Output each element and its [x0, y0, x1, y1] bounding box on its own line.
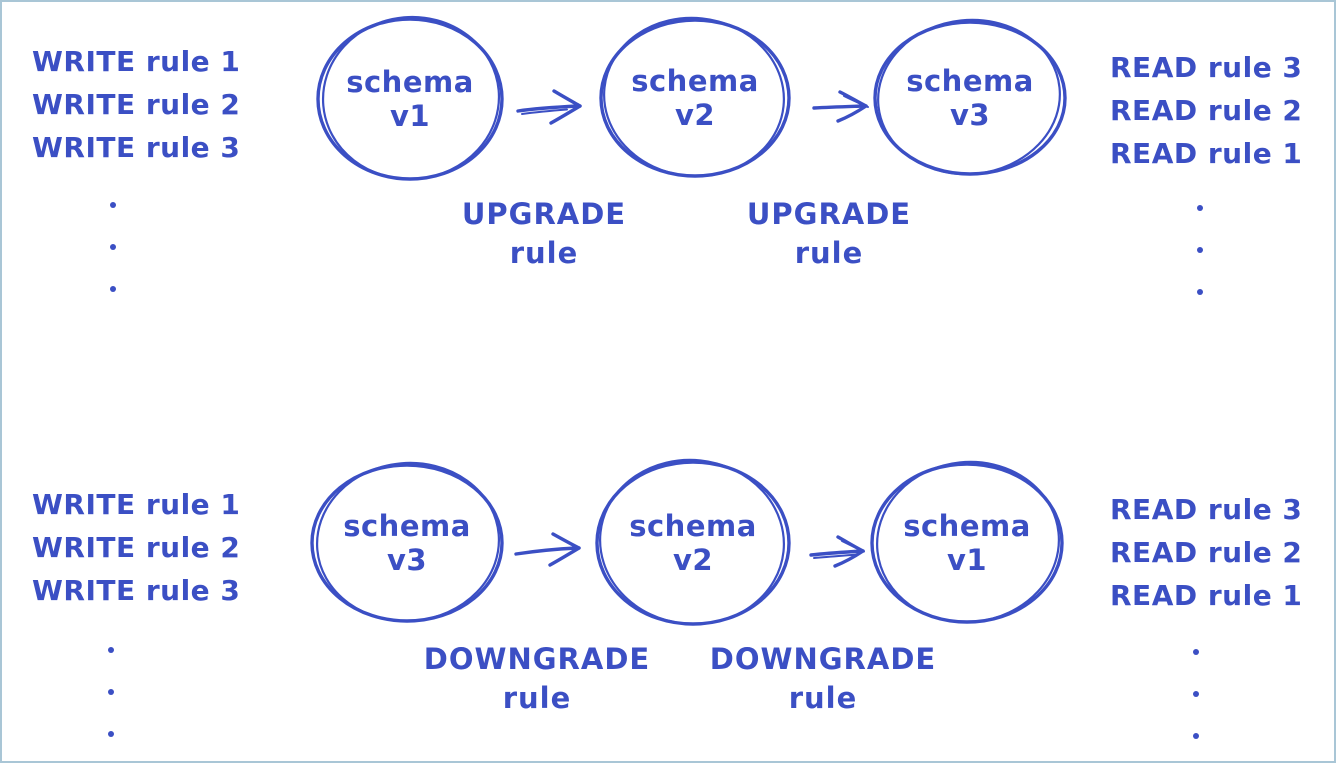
ellipsis-dots: [1193, 649, 1199, 739]
write-rule-line: WRITE rule 2: [32, 531, 241, 564]
downgrade-rule-label-1: DOWNGRADE rule: [407, 640, 667, 718]
schema-node-name: schema: [903, 509, 1031, 543]
schema-node-v1-bottom: schema v1: [877, 493, 1057, 593]
schema-node-version: v1: [389, 99, 431, 133]
schema-node-v3-top: schema v3: [880, 48, 1060, 148]
write-rule-line: WRITE rule 3: [32, 574, 241, 607]
write-rules-list-top: WRITE rule 1 WRITE rule 2 WRITE rule 3: [32, 40, 240, 169]
schema-node-name: schema: [343, 509, 471, 543]
ellipsis-dots: [108, 647, 114, 737]
arrow-v2-to-v1: [809, 535, 865, 568]
read-rule-line: READ rule 3: [1110, 493, 1303, 526]
schema-node-name: schema: [906, 64, 1034, 98]
schema-node-v1-top: schema v1: [320, 49, 500, 149]
read-rule-line: READ rule 3: [1110, 51, 1303, 84]
schema-v3-circle-top: [873, 18, 1067, 176]
write-rule-line: WRITE rule 3: [32, 131, 241, 164]
schema-node-name: schema: [631, 64, 759, 98]
read-rule-line: READ rule 1: [1110, 137, 1303, 170]
write-rule-line: WRITE rule 1: [32, 45, 241, 78]
read-rule-line: READ rule 1: [1110, 579, 1303, 612]
schema-node-version: v2: [674, 98, 716, 132]
transition-suffix: rule: [794, 236, 864, 270]
ellipsis-dots: [110, 202, 116, 292]
transition-action: DOWNGRADE: [423, 642, 651, 676]
transition-action: UPGRADE: [461, 197, 627, 231]
schema-v2-circle-bottom: [595, 458, 791, 626]
upgrade-rule-label-2: UPGRADE rule: [699, 195, 959, 273]
transition-suffix: rule: [502, 681, 572, 715]
transition-action: UPGRADE: [746, 197, 912, 231]
write-rule-line: WRITE rule 1: [32, 488, 241, 521]
schema-v1-circle-top: [316, 15, 504, 181]
read-rules-list-bottom: READ rule 3 READ rule 2 READ rule 1: [1110, 488, 1302, 617]
schema-node-version: v2: [672, 543, 714, 577]
transition-suffix: rule: [788, 681, 858, 715]
arrow-v2-to-v3: [812, 90, 869, 123]
schema-v1-circle-bottom: [870, 460, 1064, 624]
schema-node-version: v3: [949, 98, 991, 132]
read-rule-line: READ rule 2: [1110, 536, 1303, 569]
schema-v2-circle-top: [599, 16, 791, 178]
write-rule-line: WRITE rule 2: [32, 88, 241, 121]
schema-node-name: schema: [346, 65, 474, 99]
schema-node-v2-top: schema v2: [605, 48, 785, 148]
schema-node-name: schema: [629, 509, 757, 543]
schema-node-v2-bottom: schema v2: [603, 493, 783, 593]
read-rules-list-top: READ rule 3 READ rule 2 READ rule 1: [1110, 46, 1302, 175]
ellipsis-dots: [1197, 205, 1203, 295]
write-rules-list-bottom: WRITE rule 1 WRITE rule 2 WRITE rule 3: [32, 483, 240, 612]
downgrade-rule-label-2: DOWNGRADE rule: [693, 640, 953, 718]
schema-node-v3-bottom: schema v3: [317, 493, 497, 593]
upgrade-rule-label-1: UPGRADE rule: [414, 195, 674, 273]
transition-suffix: rule: [509, 236, 579, 270]
arrow-v1-to-v2: [516, 89, 582, 125]
transition-action: DOWNGRADE: [709, 642, 937, 676]
schema-node-version: v3: [386, 543, 428, 577]
schema-node-version: v1: [946, 543, 988, 577]
arrow-v3-to-v2: [514, 532, 581, 567]
schema-v3-circle-bottom: [310, 461, 504, 623]
read-rule-line: READ rule 2: [1110, 94, 1303, 127]
